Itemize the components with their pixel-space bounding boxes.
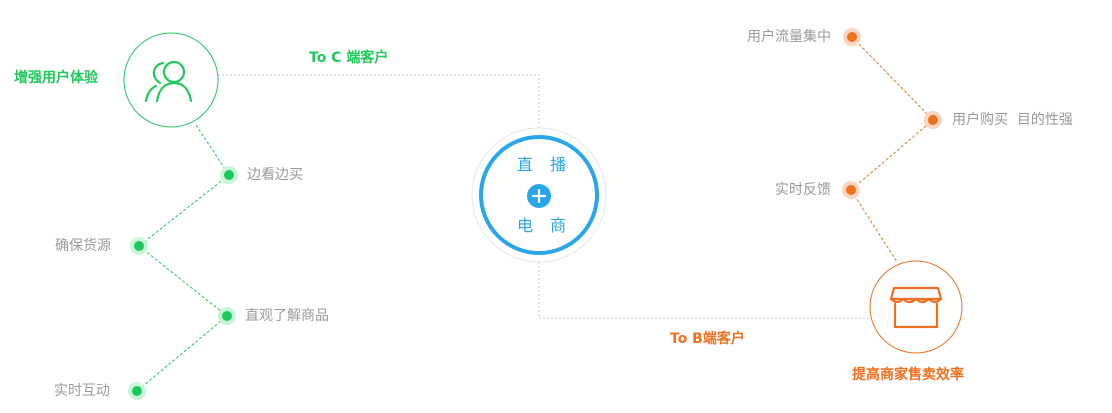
left-hub-label: 增强用户体验 xyxy=(14,70,98,86)
right-chain-line xyxy=(850,36,934,263)
left-item-1: 边看边买 xyxy=(247,167,303,183)
left-node-4 xyxy=(128,382,146,400)
center-hub xyxy=(471,127,607,263)
left-node-2 xyxy=(130,237,148,255)
right-node-2 xyxy=(924,111,942,129)
left-item-2: 确保货源 xyxy=(55,238,111,254)
center-top-label: 直 播 xyxy=(517,155,573,174)
right-item-1: 用户流量集中 xyxy=(747,29,831,45)
right-node-3 xyxy=(842,181,860,199)
right-item-3: 实时反馈 xyxy=(775,182,831,198)
right-hub xyxy=(869,260,963,354)
storefront-icon xyxy=(889,286,943,329)
left-node-1 xyxy=(220,166,238,184)
left-hub xyxy=(123,32,219,128)
left-item-3: 直观了解商品 xyxy=(245,308,329,324)
plus-icon xyxy=(527,184,551,208)
right-hub-label: 提高商家售卖效率 xyxy=(852,367,964,383)
center-bottom-label: 电 商 xyxy=(517,216,573,235)
to-b-connector xyxy=(538,262,870,319)
left-item-4: 实时互动 xyxy=(54,383,110,399)
users-icon xyxy=(144,60,193,103)
to-c-connector xyxy=(218,74,540,128)
to-c-label: To C 端客户 xyxy=(309,50,389,66)
left-chain-line xyxy=(136,124,230,392)
to-b-label: To B端客户 xyxy=(670,331,745,347)
right-item-2: 用户购买 目的性强 xyxy=(952,112,1073,128)
right-node-1 xyxy=(843,28,861,46)
left-node-3 xyxy=(218,307,236,325)
